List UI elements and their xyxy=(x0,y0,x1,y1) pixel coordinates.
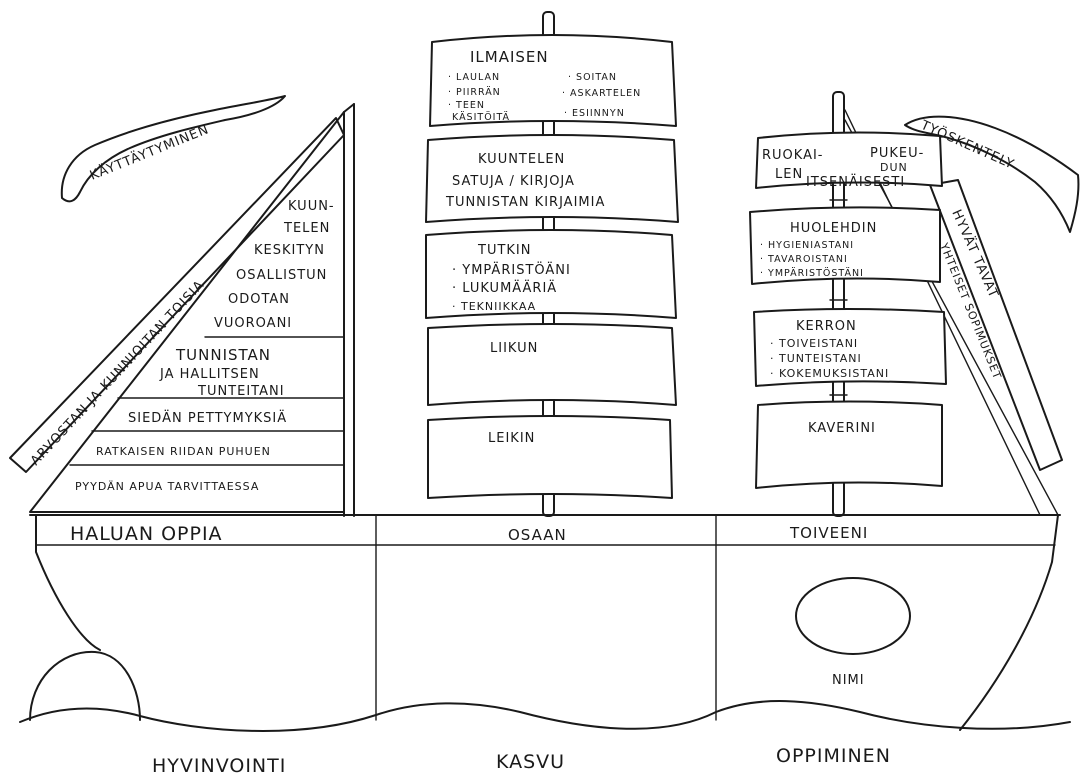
friends-label: KAVERINI xyxy=(808,421,876,436)
left-bird-label: KÄYTTÄYTYMINEN xyxy=(88,121,212,183)
ship-hull xyxy=(19,514,1071,732)
independence-dress-2: DUN xyxy=(880,161,908,174)
deck-label-can-do: OSAAN xyxy=(508,526,567,544)
bottom-label-learning: OPPIMINEN xyxy=(776,745,891,767)
porthole-name-label: NIMI xyxy=(832,673,865,688)
left-sail-row-emotions-2: JA HALLITSEN xyxy=(159,367,260,382)
listen-line-2: SATUJA / KIRJOJA xyxy=(452,174,575,189)
tell-experiences: · KOKEMUKSISTANI xyxy=(770,367,889,380)
care-title: HUOLEHDIN xyxy=(790,221,877,236)
bottom-label-wellbeing: HYVINVOINTI xyxy=(152,755,286,777)
left-sail-row-emotions-3: TUNTEITANI xyxy=(197,384,285,399)
right-sail-friends: KAVERINI xyxy=(755,400,943,489)
express-item-make: · TEEN xyxy=(448,100,485,111)
listen-line-3: TUNNISTAN KIRJAIMIA xyxy=(445,195,605,210)
tell-wishes: · TOIVEISTANI xyxy=(770,337,858,350)
right-sail-independence: RUOKAI- LEN PUKEU- DUN ITSENÄISESTI xyxy=(755,131,943,190)
express-title: ILMAISEN xyxy=(470,48,549,66)
left-sail-row-listen-2: TELEN xyxy=(283,221,330,236)
express-item-draw: · PIIRRÄN xyxy=(448,87,501,98)
left-sail-row-conflict: RATKAISEN RIIDAN PUHUEN xyxy=(96,445,271,458)
listen-line-1: KUUNTELEN xyxy=(478,152,565,167)
left-sail-row-emotions-1: TUNNISTAN xyxy=(175,346,271,364)
play-label: LEIKIN xyxy=(488,431,535,446)
middle-sail-play: LEIKIN xyxy=(427,415,673,499)
explore-item-environment: · YMPÄRISTÖÄNI xyxy=(452,261,571,278)
explore-item-numbers: · LUKUMÄÄRIÄ xyxy=(452,280,557,296)
left-sail-row-wait-2: VUOROANI xyxy=(214,316,292,331)
express-item-handicraft: · ASKARTELEN xyxy=(562,88,641,99)
left-sail-row-disappointment: SIEDÄN PETTYMYKSIÄ xyxy=(128,410,287,426)
middle-sail-listen: KUUNTELEN SATUJA / KIRJOJA TUNNISTAN KIR… xyxy=(425,134,679,223)
right-sail-tell: KERRON · TOIVEISTANI · TUNTEISTANI · KOK… xyxy=(753,308,947,387)
left-sail-row-help: PYYDÄN APUA TARVITTAESSA xyxy=(75,480,259,493)
care-environment: · YMPÄRISTÖSTÄNI xyxy=(760,268,864,279)
middle-sail-move: LIIKUN xyxy=(427,323,677,406)
deck-label-wishes: TOIVEENI xyxy=(789,524,868,542)
left-sail-row-participate: OSALLISTUN xyxy=(236,268,327,283)
express-item-perform: · ESIINNYN xyxy=(564,108,625,119)
explore-title: TUTKIN xyxy=(477,243,531,258)
independence-independently: ITSENÄISESTI xyxy=(806,174,905,190)
tell-feelings: · TUNTEISTANI xyxy=(770,352,862,365)
independence-eat-1: RUOKAI- xyxy=(762,148,824,163)
express-item-sing: · LAULAN xyxy=(448,72,500,83)
care-hygiene: · HYGIENIASTANI xyxy=(760,240,854,251)
middle-sail-explore: TUTKIN · YMPÄRISTÖÄNI · LUKUMÄÄRIÄ · TEK… xyxy=(425,229,677,319)
left-sail-row-focus: KESKITYN xyxy=(254,243,325,258)
explore-item-tech: · TEKNIIKKAA xyxy=(452,300,536,313)
bottom-label-growth: KASVU xyxy=(496,751,565,773)
care-belongings: · TAVAROISTANI xyxy=(760,254,848,265)
express-item-play-instrument: · SOITAN xyxy=(568,72,617,83)
express-item-crafts: KÄSITÖITÄ xyxy=(452,112,510,123)
right-sail-care: HUOLEHDIN · HYGIENIASTANI · TAVAROISTANI… xyxy=(749,206,941,285)
independence-dress-1: PUKEU- xyxy=(870,146,924,161)
middle-sail-express: ILMAISEN · LAULAN · PIIRRÄN · TEEN KÄSIT… xyxy=(429,34,677,127)
move-label: LIIKUN xyxy=(490,341,538,356)
left-sail-row-wait-1: ODOTAN xyxy=(228,292,290,307)
tell-title: KERRON xyxy=(796,319,857,334)
left-bird-banner: KÄYTTÄYTYMINEN xyxy=(60,95,286,203)
left-mast xyxy=(343,103,355,517)
left-sail: ARVOSTAN JA KUNNIOITAN TOISIA KUUN- TELE… xyxy=(9,111,345,513)
deck-label-want-to-learn: HALUAN OPPIA xyxy=(70,523,223,545)
independence-eat-2: LEN xyxy=(775,167,803,182)
left-sail-row-listen-1: KUUN- xyxy=(288,199,335,214)
